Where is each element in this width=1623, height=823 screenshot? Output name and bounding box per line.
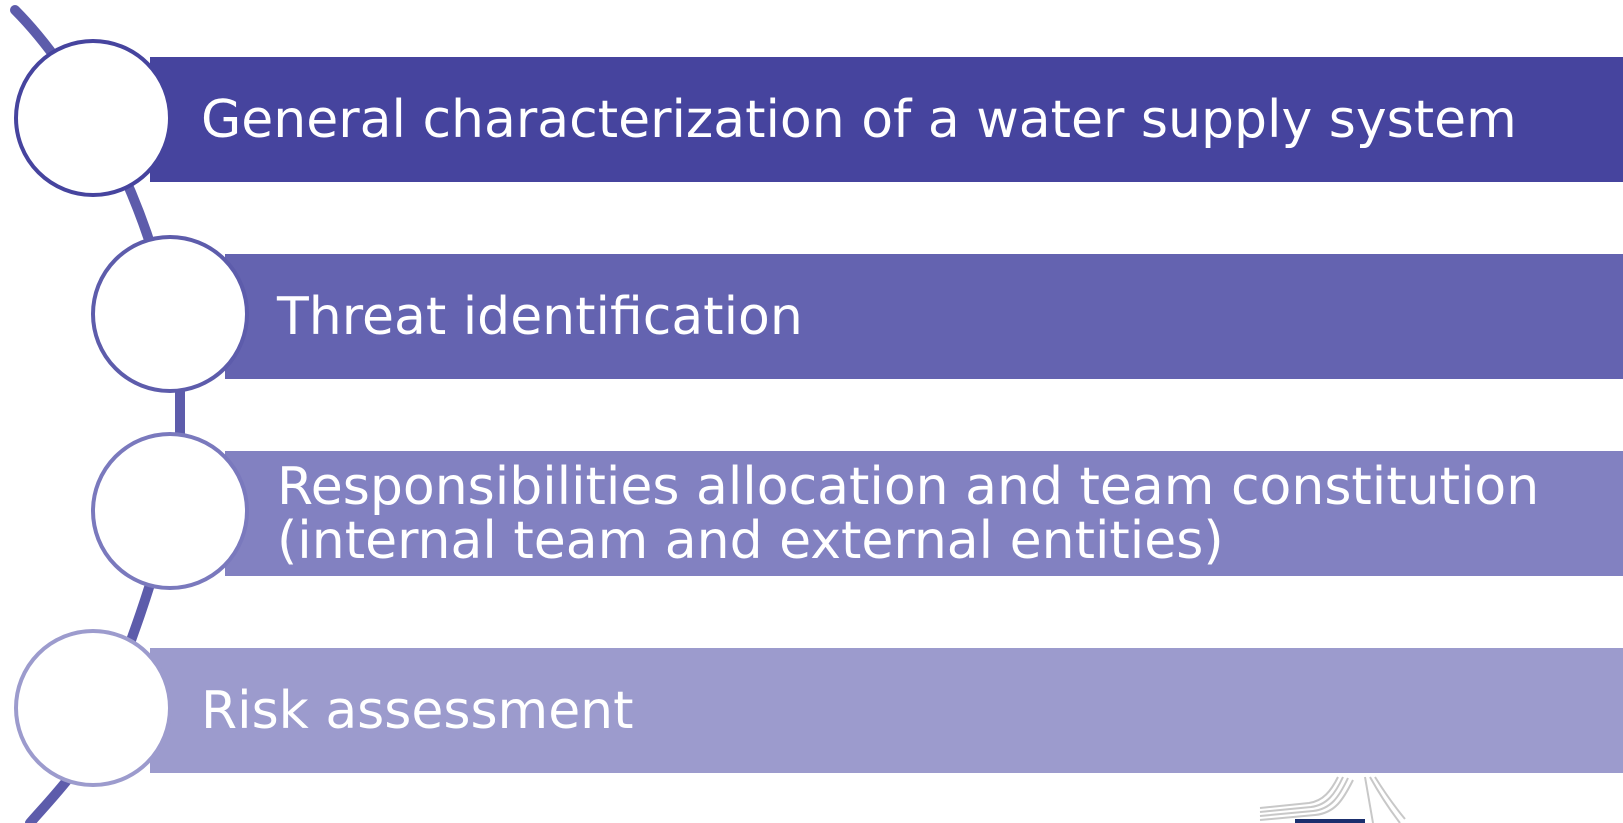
step-label-4: Risk assessment (201, 680, 634, 741)
emblem-logo (1259, 776, 1406, 823)
step-bar-3: Responsibilities allocation and team con… (225, 451, 1623, 576)
step-bar-4: Risk assessment (150, 648, 1623, 773)
step-label-3: Responsibilities allocation and team con… (277, 456, 1540, 571)
step-node-3 (91, 432, 249, 590)
step-label-1: General characterization of a water supp… (201, 89, 1517, 150)
step-bar-2: Threat identification (225, 254, 1623, 379)
step-node-2 (91, 235, 249, 393)
step-bar-1: General characterization of a water supp… (150, 57, 1623, 182)
step-node-1 (14, 39, 172, 197)
step-node-4 (14, 629, 172, 787)
step-label-2: Threat identification (277, 286, 803, 347)
